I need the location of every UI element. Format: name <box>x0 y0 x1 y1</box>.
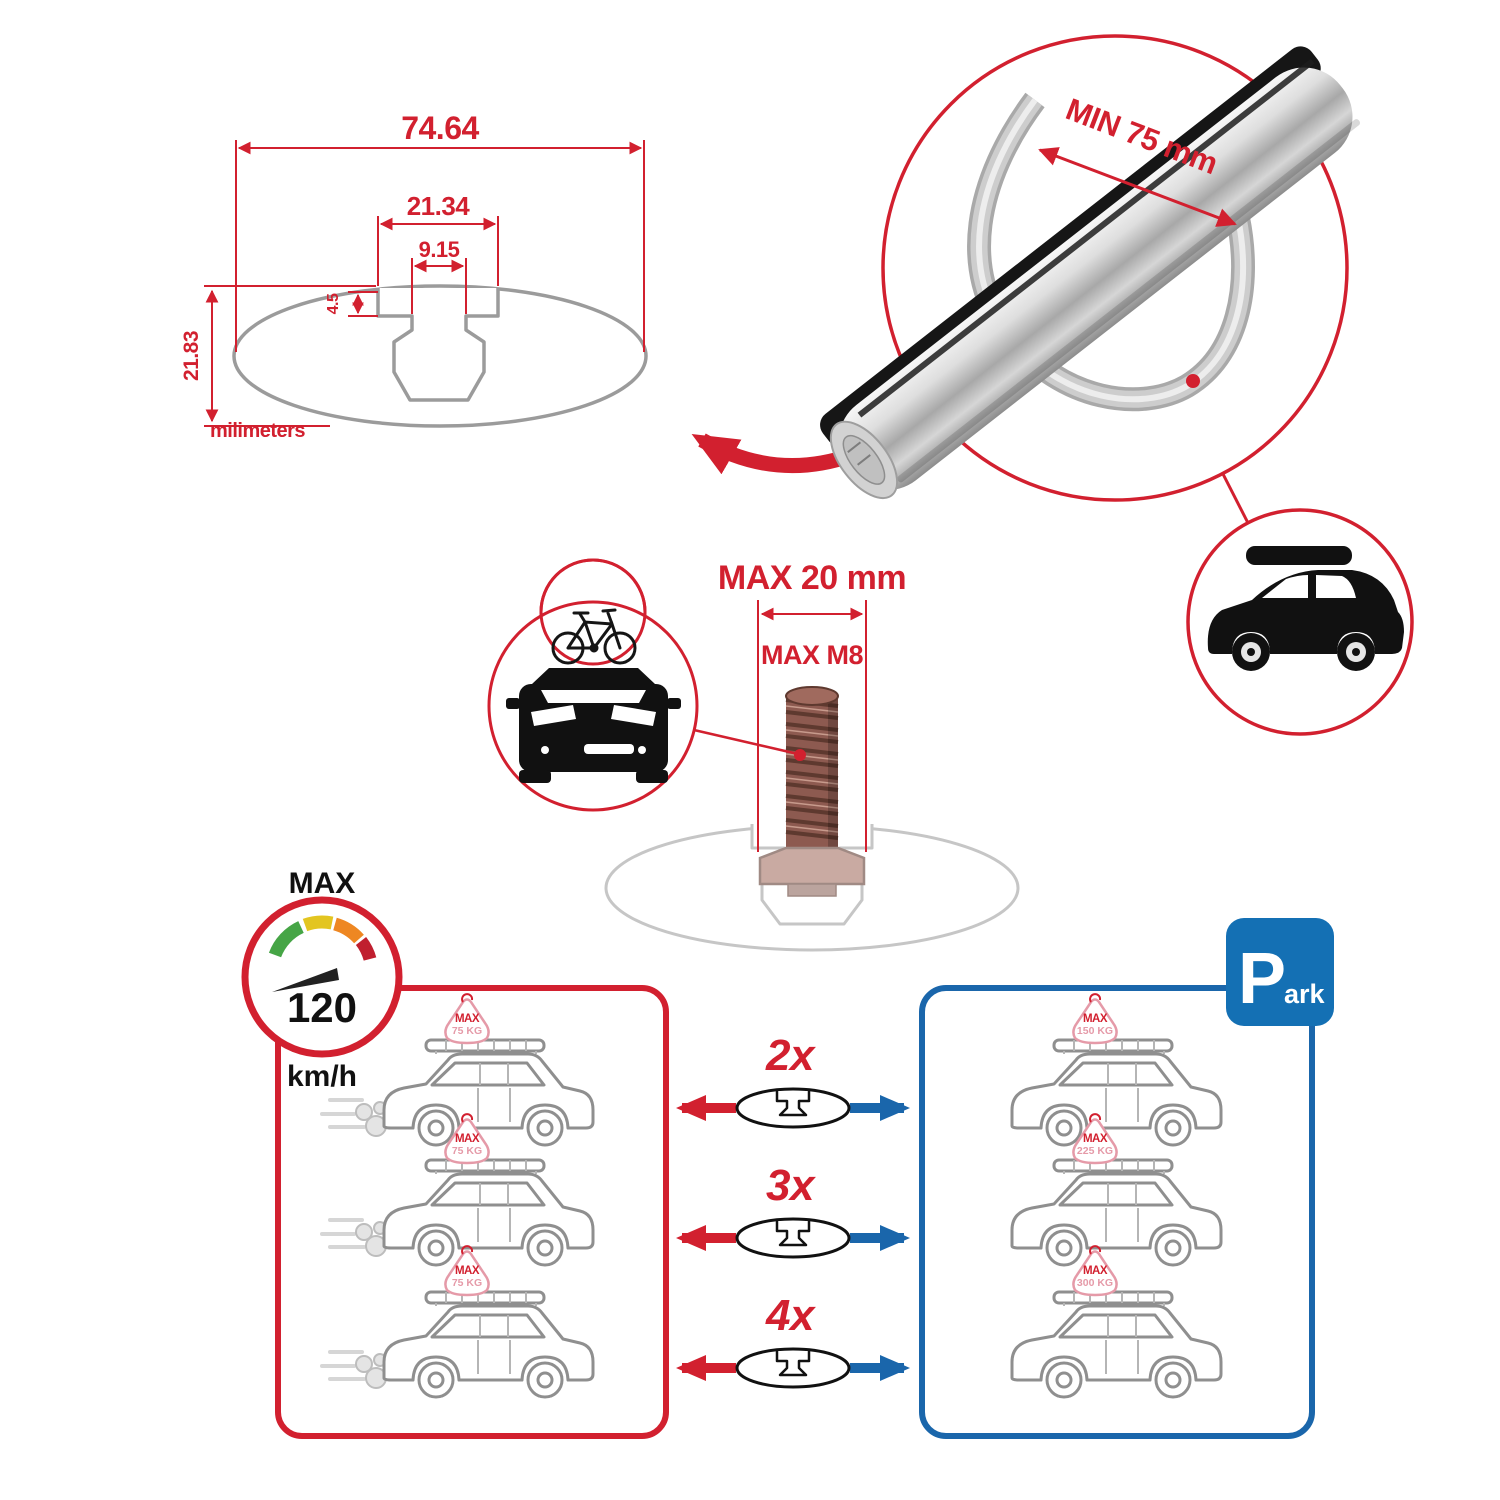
load-sign-kg: 150 KG <box>1077 1025 1113 1037</box>
bolt-leader-line <box>693 728 799 756</box>
load-sign-max: MAX <box>1083 1265 1108 1277</box>
dim-total-height-label: 21.83 <box>180 331 203 381</box>
parked-cars-group: MAX 150 KG MAX 225 KG MAX 300 KG <box>1010 992 1223 1399</box>
load-sign-max: MAX <box>1083 1133 1108 1145</box>
parking-sign: P ark <box>1226 918 1334 1026</box>
crossbar-section-icon <box>735 1347 851 1389</box>
driving-cars-group: MAX 75 KG MAX 75 KG MAX 75 KG <box>320 992 595 1399</box>
qty-label-3x: 3x <box>766 1161 816 1210</box>
bike-on-car-icon <box>487 558 699 812</box>
load-sign-max: MAX <box>455 1265 480 1277</box>
t-bolt-icon <box>758 686 866 897</box>
speed-units: km/h <box>287 1060 357 1093</box>
dim-lip-depth-label: 4.5 <box>325 293 342 314</box>
parking-suffix: ark <box>1284 979 1326 1009</box>
bolt-max-thread-label: MAX M8 <box>761 640 863 670</box>
dim-channel-outer-label: 21.34 <box>407 191 471 221</box>
parking-letter: P <box>1238 939 1286 1019</box>
speed-limit-gauge: MAX 120 km/h <box>241 867 403 1093</box>
dimension-lines <box>204 140 645 427</box>
bolt-dimension-lines <box>757 600 867 852</box>
circle-connector-line <box>1221 473 1250 524</box>
crossbar-section-icon <box>735 1087 851 1129</box>
car-front-icon <box>506 668 681 783</box>
qty-label-4x: 4x <box>765 1291 816 1340</box>
clamp-strap-icon <box>967 92 1255 412</box>
load-sign-kg: 75 KG <box>452 1277 482 1289</box>
qty-label-2x: 2x <box>765 1031 816 1080</box>
pointer-arrow-icon <box>691 433 855 475</box>
dim-channel-inner-label: 9.15 <box>419 237 460 262</box>
load-sign-max: MAX <box>455 1133 480 1145</box>
load-sign-kg: 75 KG <box>452 1025 482 1037</box>
speed-value: 120 <box>287 984 357 1031</box>
load-sign-kg: 75 KG <box>452 1145 482 1157</box>
load-sign-kg: 300 KG <box>1077 1277 1113 1289</box>
dim-total-width-label: 74.64 <box>401 110 479 146</box>
speedometer-icon <box>268 915 377 961</box>
speed-max-label: MAX <box>289 867 356 900</box>
parking-sign-plate <box>1226 918 1334 1026</box>
load-sign-max: MAX <box>1083 1013 1108 1025</box>
bolt-marker-dot <box>794 749 806 761</box>
load-sign-max: MAX <box>455 1013 480 1025</box>
strap-marker-dot <box>1186 374 1200 388</box>
min-span-arrow <box>1038 147 1237 227</box>
crossbar-quantity-column: 2x 3x 4x <box>676 1031 910 1389</box>
gauge-needle <box>272 968 339 992</box>
bolt-spec-diagram: MAX 20 mm MAX M8 <box>604 559 1020 952</box>
bicycle-icon <box>551 608 637 665</box>
bar-cross-section-diagram: 74.64 21.34 9.15 4.5 21.83 milimeters <box>180 110 648 442</box>
crossbar-detail-view: MIN 75 mm <box>820 34 1361 524</box>
car-with-roofbox-icon <box>1186 508 1414 736</box>
crossbar-section-icon <box>735 1217 851 1259</box>
bolt-max-width-label: MAX 20 mm <box>718 559 906 597</box>
load-sign-kg: 225 KG <box>1077 1145 1113 1157</box>
t-slot-channel-outline <box>376 288 500 402</box>
units-label: milimeters <box>210 420 305 442</box>
